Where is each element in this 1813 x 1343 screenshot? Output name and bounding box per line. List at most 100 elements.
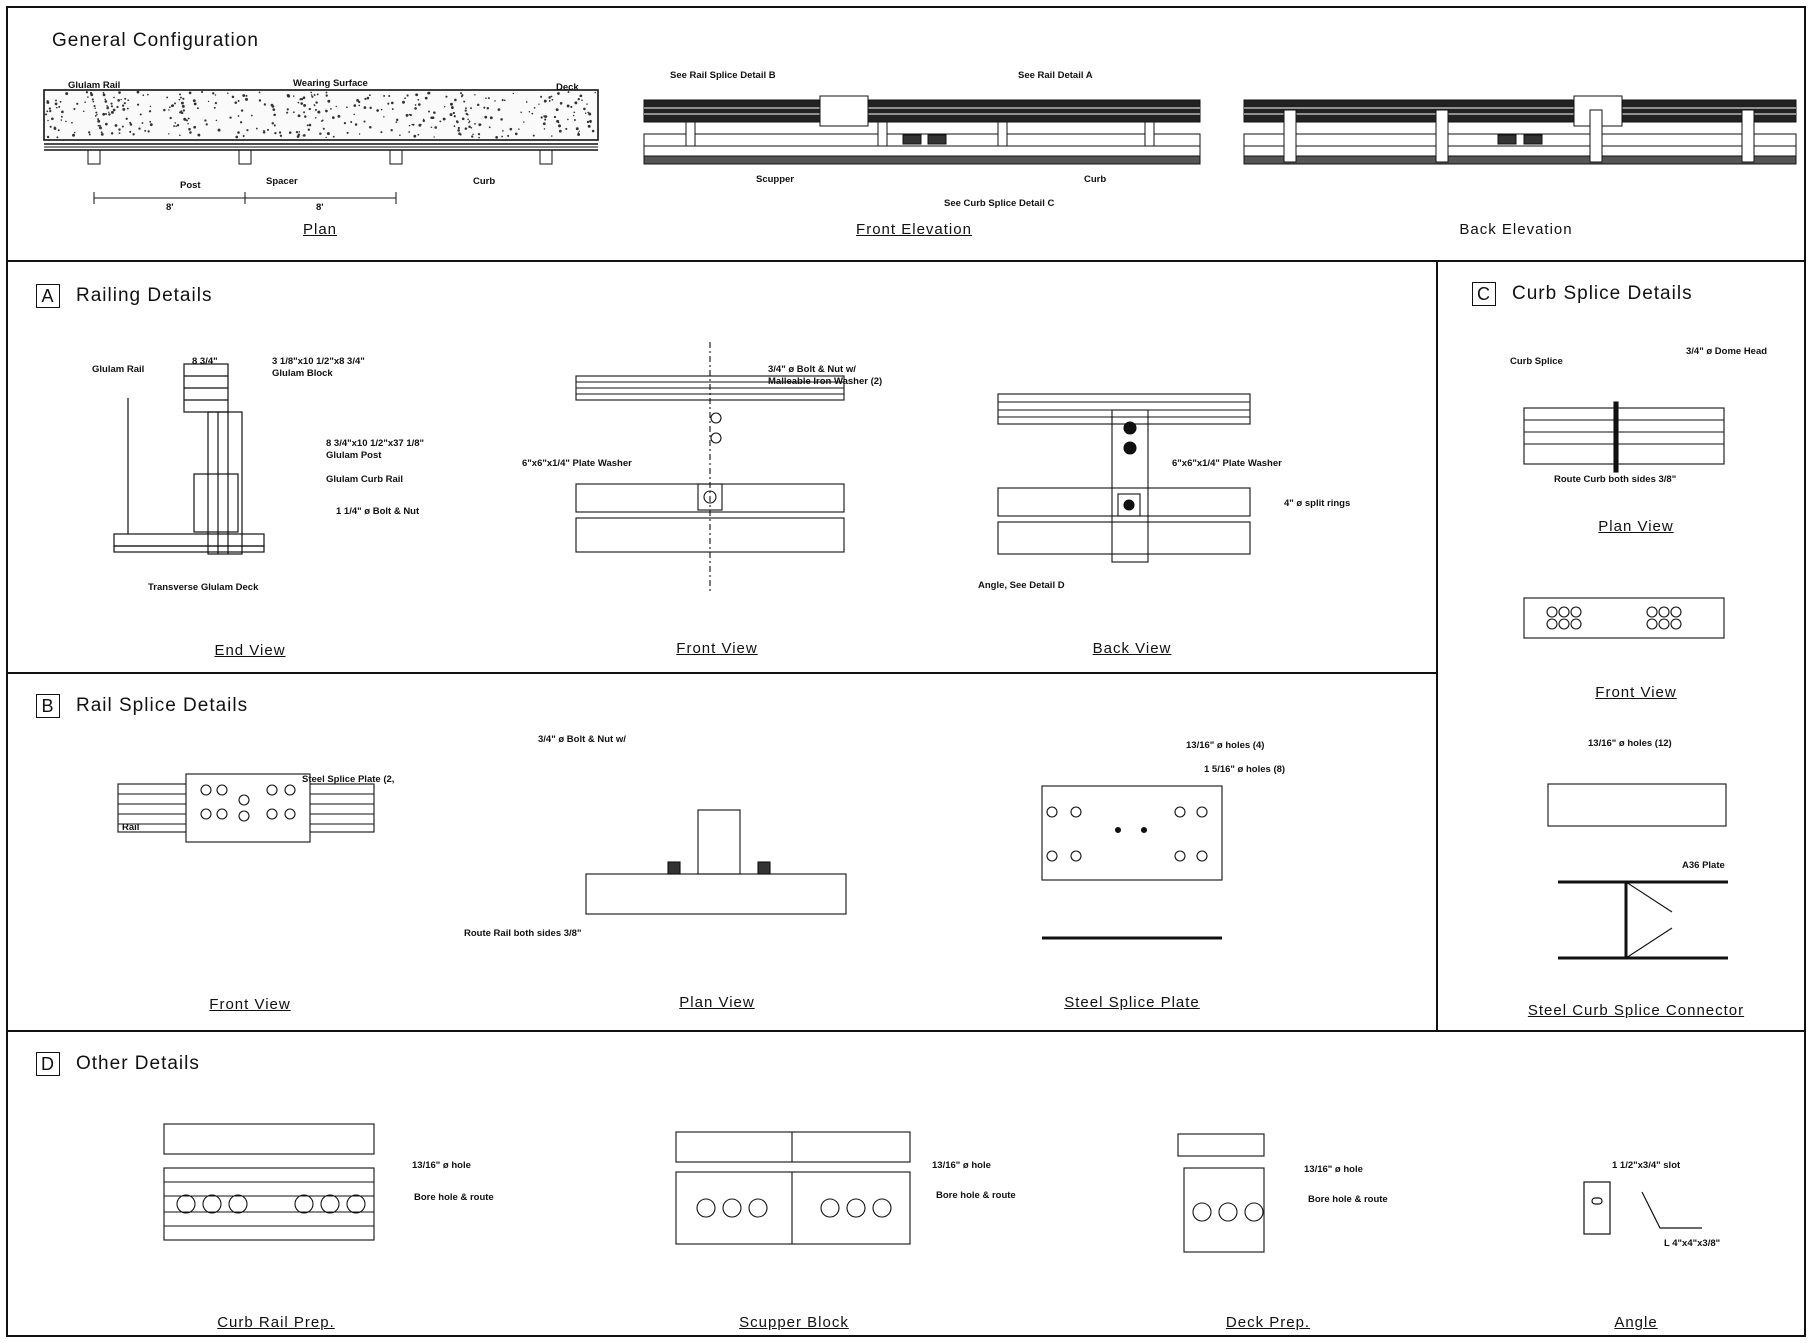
rail-splice-title-text: Rail Splice Details	[76, 695, 249, 717]
deck-label-hole: 13/16" ø hole	[1304, 1164, 1363, 1175]
splice-plan-view-caption: Plan View	[679, 994, 755, 1011]
splice-plan-label-bolt: 3/4" ø Bolt & Nut w/	[538, 734, 626, 745]
back-view-drawing	[997, 393, 1251, 563]
plan-label-post: Post	[180, 180, 201, 191]
steel-splice-plate-drawing	[1041, 785, 1223, 940]
angle-drawing	[1583, 1181, 1702, 1235]
plan-dim-1: 8'	[166, 202, 174, 213]
plan-caption: Plan	[302, 221, 338, 238]
back-view-label-rings: 4" ø split rings	[1284, 498, 1351, 509]
railing-front-view-caption: Front View	[676, 640, 758, 657]
end-view-caption: End View	[214, 642, 286, 659]
curb-connector-drawing	[1547, 783, 1728, 960]
curb-plan-label-bolt: 3/4" ø Dome Head	[1686, 346, 1768, 357]
deck-prep-drawing	[1177, 1133, 1265, 1253]
general-configuration-panel: General Configuration	[8, 8, 1804, 262]
railing-letter: A	[36, 284, 60, 308]
curb-plan-label-connector: Curb Splice	[1510, 356, 1563, 367]
railing-front-label-washer: Malleable Iron Washer (2)	[768, 376, 883, 387]
plan-label-deck: Deck	[556, 82, 579, 93]
railing-title: A Railing Details	[36, 284, 212, 308]
curb-splice-title: C Curb Splice Details	[1472, 282, 1693, 306]
end-view-label-post: 8 3/4"x10 1/2"x37 1/8"	[326, 438, 425, 449]
curb-rail-prep-caption: Curb Rail Prep.	[217, 1314, 335, 1331]
back-view-label-plate: 6"x6"x1/4" Plate Washer	[1172, 458, 1282, 469]
rail-splice-title: B Rail Splice Details	[36, 694, 248, 718]
end-view-label-deck: Transverse Glulam Deck	[148, 582, 259, 593]
end-view-label-block: 3 1/8"x10 1/2"x8 3/4"	[272, 356, 365, 367]
curb-plan-view-caption: Plan View	[1598, 518, 1674, 535]
connector-label-plate: A36 Plate	[1682, 860, 1725, 871]
end-view-label-rail: Glulam Rail	[92, 364, 145, 375]
front-view-rail-drawing	[575, 342, 845, 592]
end-view-label-bolt: 1 1/4" ø Bolt & Nut	[336, 506, 420, 517]
angle-label-slot: 1 1/2"x3/4" slot	[1612, 1160, 1681, 1171]
curb-front-view-caption: Front View	[1595, 684, 1677, 701]
back-elevation-drawing	[1243, 95, 1797, 165]
plan-label-glulam-rail: Glulam Rail	[68, 80, 121, 91]
curb-splice-letter: C	[1472, 282, 1496, 306]
scupper-block-caption: Scupper Block	[739, 1314, 849, 1331]
general-title: General Configuration	[52, 30, 259, 51]
end-view-label-width: 8 3/4"	[192, 356, 218, 367]
back-view-caption: Back View	[1092, 640, 1172, 657]
deck-prep-caption: Deck Prep.	[1225, 1314, 1311, 1331]
scupper-label-bore: Bore hole & route	[936, 1190, 1016, 1201]
back-elevation-caption: Back Elevation	[1459, 221, 1573, 238]
front-elev-label-curb: Curb	[1084, 174, 1107, 185]
end-view-drawing	[113, 363, 265, 555]
scupper-label-hole: 13/16" ø hole	[932, 1160, 991, 1171]
front-elev-label-splice-b: See Rail Splice Detail B	[670, 70, 776, 81]
splice-front-label-rail: Rail	[122, 822, 140, 833]
railing-drawings	[113, 342, 1251, 592]
other-title-text: Other Details	[76, 1053, 200, 1075]
plan-label-curb: Curb	[473, 176, 496, 187]
other-letter: D	[36, 1052, 60, 1076]
curb-splice-drawings	[1523, 401, 1728, 960]
other-details-panel: D Other Details	[8, 1032, 1804, 1337]
front-elev-label-scupper: Scupper	[756, 174, 795, 185]
splice-plan-view-drawing	[585, 809, 847, 915]
end-view-label-post2: Glulam Post	[326, 450, 382, 461]
curb-splice-title-text: Curb Splice Details	[1512, 283, 1693, 305]
end-view-label-curb-rail: Glulam Curb Rail	[326, 474, 404, 485]
other-title: D Other Details	[36, 1052, 200, 1076]
curb-plan-view-drawing	[1523, 401, 1725, 473]
angle-label-size: L 4"x4"x3/8"	[1664, 1238, 1721, 1249]
plan-deck-drawing	[43, 89, 599, 204]
railing-title-text: Railing Details	[76, 285, 213, 307]
railing-front-label-bolt: 3/4" ø Bolt & Nut w/	[768, 364, 856, 375]
end-view-label-block2: Glulam Block	[272, 368, 333, 379]
plate-label-holes-8: 1 5/16" ø holes (8)	[1204, 764, 1286, 775]
general-drawings	[43, 89, 1797, 204]
front-elev-label-detail-a: See Rail Detail A	[1018, 70, 1093, 81]
railing-details-panel: A Railing Details	[8, 262, 1438, 674]
curb-rail-label-bore: Bore hole & route	[414, 1192, 494, 1203]
splice-front-label-plate: Steel Splice Plate (2,	[302, 774, 395, 785]
scupper-block-drawing	[675, 1131, 911, 1245]
curb-plan-label-route: Route Curb both sides 3/8"	[1554, 474, 1677, 485]
deck-label-bore: Bore hole & route	[1308, 1194, 1388, 1205]
front-elevation-caption: Front Elevation	[856, 221, 972, 238]
splice-plan-label-route: Route Rail both sides 3/8"	[464, 928, 582, 939]
front-elevation-drawing	[643, 95, 1201, 165]
railing-front-label-plate: 6"x6"x1/4" Plate Washer	[522, 458, 632, 469]
plan-label-spacer: Spacer	[266, 176, 298, 187]
front-elev-label-splice-c: See Curb Splice Detail C	[944, 198, 1055, 209]
curb-rail-prep-drawing	[163, 1123, 375, 1241]
plan-dim-2: 8'	[316, 202, 324, 213]
rail-splice-letter: B	[36, 694, 60, 718]
plan-label-wearing-surface: Wearing Surface	[293, 78, 368, 89]
angle-caption: Angle	[1614, 1314, 1658, 1331]
steel-splice-plate-caption: Steel Splice Plate	[1064, 994, 1200, 1011]
splice-front-view-caption: Front View	[209, 996, 291, 1013]
splice-front-view-drawing	[117, 773, 375, 843]
plate-label-holes-4: 13/16" ø holes (4)	[1186, 740, 1265, 751]
connector-label-holes: 13/16" ø holes (12)	[1588, 738, 1672, 749]
other-drawings	[163, 1123, 1702, 1253]
connector-caption: Steel Curb Splice Connector	[1527, 1002, 1745, 1019]
curb-rail-label-hole: 13/16" ø hole	[412, 1160, 471, 1171]
rail-splice-drawings	[117, 773, 1223, 940]
